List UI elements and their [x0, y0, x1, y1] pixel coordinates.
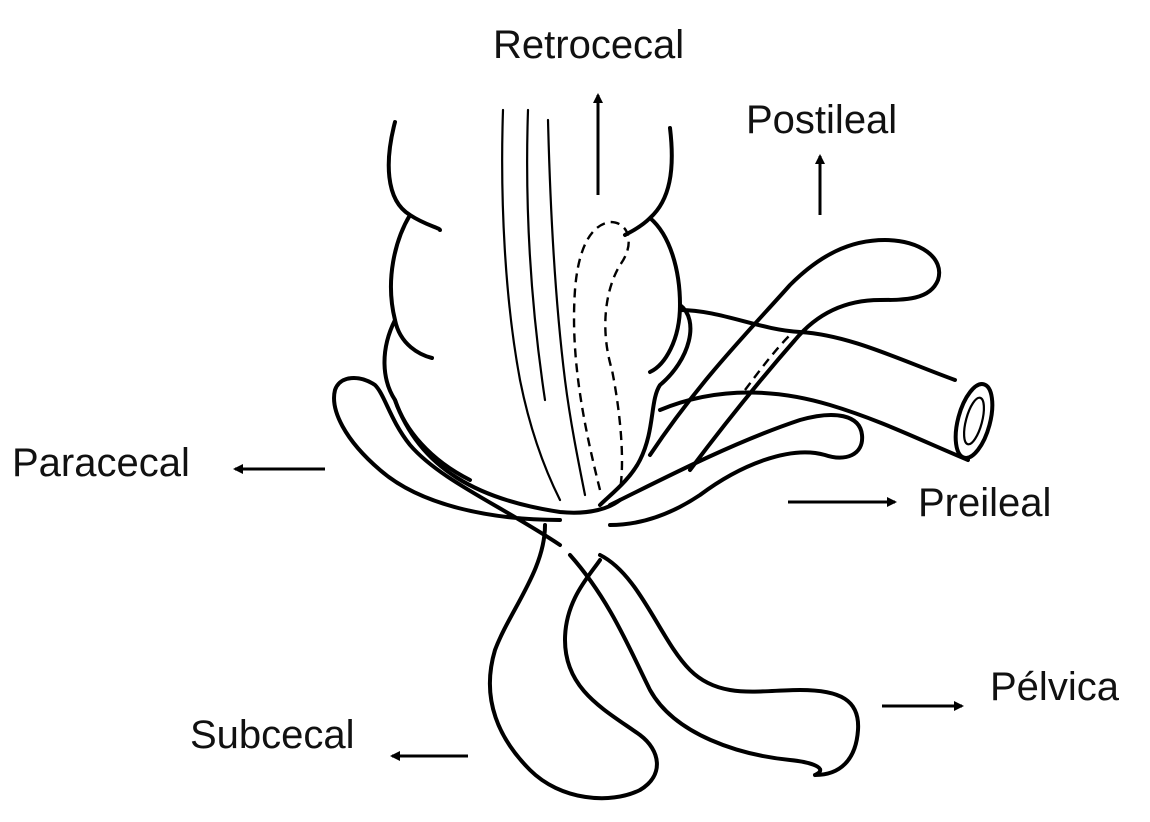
preileal-appendix [608, 413, 865, 527]
terminal-ileum [658, 308, 995, 462]
subcecal-label: Subcecal [190, 713, 355, 757]
retrocecal-label: Retrocecal [493, 23, 684, 67]
postileal-appendix [648, 238, 942, 472]
pelvica-label: Pélvica [990, 665, 1120, 709]
paracecal-appendix [332, 376, 562, 547]
cecum-drawing [382, 108, 693, 515]
preileal-label: Preileal [918, 481, 1051, 525]
subcecal-appendix [487, 523, 659, 801]
retrocecal-appendix [572, 220, 630, 491]
paracecal-label: Paracecal [12, 441, 190, 485]
pelvic-appendix [568, 553, 861, 777]
postileal-label: Postileal [746, 98, 897, 142]
